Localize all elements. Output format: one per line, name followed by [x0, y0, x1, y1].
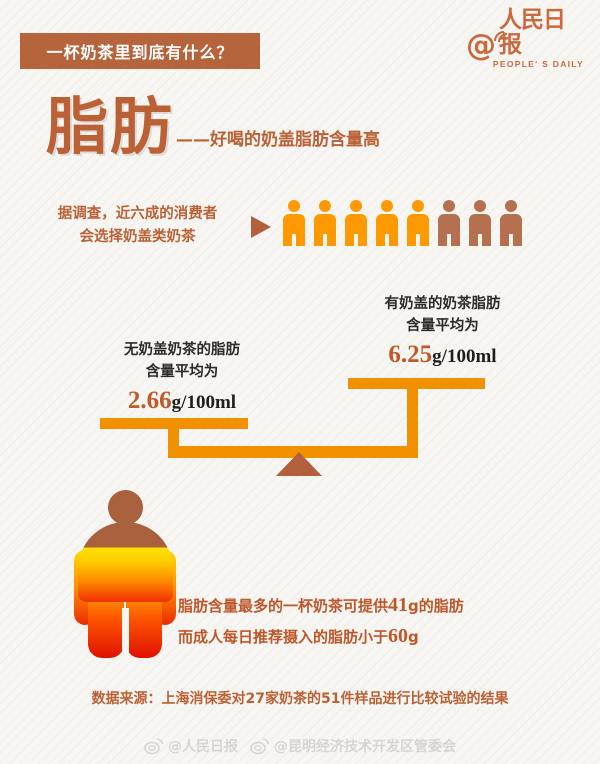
watermark-handle: @人民日报 [168, 739, 238, 755]
obese-person-icon [70, 490, 180, 660]
fat-intake-value-daily: 60 [388, 625, 409, 647]
person-body [345, 214, 367, 234]
page-title: 脂肪 ——好喝的奶盖脂肪含量高 [46, 96, 380, 158]
person-icon [407, 200, 429, 246]
watermark-handle: @昆明经济技术开发区管委会 [274, 739, 456, 755]
person-leg-left [500, 233, 509, 246]
stat-no-cap-unit: g/100ml [171, 392, 237, 413]
person-body [438, 214, 460, 234]
person-leg-right [389, 233, 398, 246]
person-leg-right [420, 233, 429, 246]
person-body [500, 214, 522, 234]
person-leg-left [345, 233, 354, 246]
weibo-icon [144, 738, 164, 755]
figure-head [108, 490, 143, 525]
person-head [505, 200, 517, 212]
stat-no-cap-label2: 含量平均为 [145, 364, 219, 380]
person-leg-right [513, 233, 522, 246]
person-leg-left [376, 233, 385, 246]
fat-intake-value-max: 41 [388, 594, 409, 616]
person-leg-right [482, 233, 491, 246]
person-leg-left [407, 233, 416, 246]
figure-leg-gap [122, 608, 129, 660]
fat-intake-line1: 脂肪含量最多的一杯奶茶可提供41g的脂肪 [178, 594, 464, 616]
seesaw-left-pan [100, 418, 248, 429]
person-leg-left [438, 233, 447, 246]
logo-name-cn: 人民日报 [499, 7, 566, 58]
banner-title: 一杯奶茶里到底有什么？ [20, 33, 260, 69]
person-leg-right [451, 233, 460, 246]
person-head [474, 200, 486, 212]
weibo-icon [250, 738, 270, 755]
person-leg-left [469, 233, 478, 246]
stat-with-cap-label2: 含量平均为 [406, 318, 479, 334]
seesaw-left-riser [168, 424, 179, 458]
seesaw-right-pan [348, 378, 485, 389]
survey-caption-line2: 会选择奶盖类奶茶 [79, 229, 196, 245]
banner-title-text: 一杯奶茶里到底有什么？ [46, 43, 234, 62]
person-head [288, 200, 300, 212]
peoples-daily-logo: @ 人民日报 PEOPLE' S DAILY [466, 8, 584, 74]
person-leg-right [327, 233, 336, 246]
logo-name-en: PEOPLE' S DAILY [492, 59, 584, 69]
person-body [376, 214, 398, 234]
seesaw-right-riser [407, 378, 418, 450]
page-title-main: 脂肪 [46, 90, 175, 163]
page-title-sub: ——好喝的奶盖脂肪含量高 [176, 130, 381, 150]
person-icon [376, 200, 398, 246]
data-source-note: 数据来源：上海消保委对27家奶茶的51件样品进行比较试验的结果 [91, 691, 509, 707]
person-body [469, 214, 491, 234]
watermark: @人民日报 [144, 736, 238, 756]
fat-intake-line2: 而成人每日推荐摄入的脂肪小于60g [178, 625, 419, 647]
stat-with-cap: 有奶盖的奶茶脂肪 含量平均为 6.25g/100ml [335, 293, 550, 373]
stat-no-cap: 无奶盖奶茶的脂肪 含量平均为 2.66g/100ml [82, 339, 282, 419]
stat-with-cap-value: 6.25g/100ml [388, 341, 497, 368]
person-leg-left [314, 233, 323, 246]
person-leg-right [358, 233, 367, 246]
person-head [350, 200, 362, 212]
stat-with-cap-unit: g/100ml [432, 346, 497, 367]
stat-no-cap-label1: 无奶盖奶茶的脂肪 [124, 342, 240, 358]
stat-no-cap-value: 2.66g/100ml [127, 387, 237, 414]
person-head [412, 200, 424, 212]
person-head [319, 200, 331, 212]
person-head [381, 200, 393, 212]
person-head [443, 200, 455, 212]
person-leg-left [283, 233, 292, 246]
figure-torso [78, 522, 173, 602]
signal-wave-icon [494, 31, 508, 43]
person-icon [500, 200, 522, 246]
right-triangle-arrow-icon [251, 216, 271, 238]
seesaw-fulcrum [276, 452, 322, 476]
person-icon [438, 200, 460, 246]
survey-caption-line1: 据调查，近六成的消费者 [57, 206, 218, 222]
survey-caption: 据调查，近六成的消费者 会选择奶盖类奶茶 [30, 203, 245, 249]
person-leg-right [296, 233, 305, 246]
person-icon [345, 200, 367, 246]
person-icon [283, 200, 305, 246]
person-icon [314, 200, 336, 246]
at-symbol-icon: @ [466, 28, 496, 63]
watermark: @昆明经济技术开发区管委会 [250, 736, 456, 756]
stat-with-cap-label1: 有奶盖的奶茶脂肪 [384, 296, 501, 312]
person-body [407, 214, 429, 234]
people-pictogram-group [283, 200, 522, 246]
watermark-group: @人民日报 @昆明经济技术开发区管委会 [0, 731, 600, 761]
person-body [314, 214, 336, 234]
person-icon [469, 200, 491, 246]
person-body [283, 214, 305, 234]
fat-intake-note: 脂肪含量最多的一杯奶茶可提供41g的脂肪 而成人每日推荐摄入的脂肪小于60g [178, 590, 578, 652]
